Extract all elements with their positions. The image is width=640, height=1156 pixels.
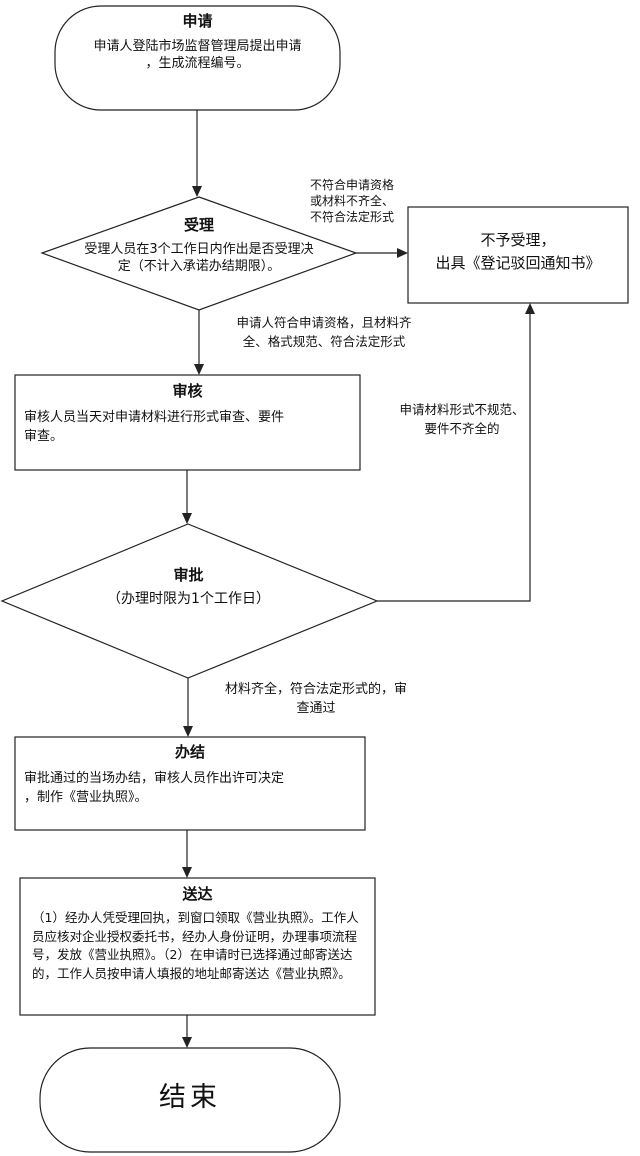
deliver-node-body: （1）经办人凭受理回执，到窗口领取《营业执照》。工作人员应核对企业授权委托书，经… [32, 910, 359, 981]
accept-node-body: 受理人员在3个工作日内作出是否受理决 定（不计入承诺办结期限）。 [84, 242, 314, 274]
reject-process-shape [407, 206, 629, 304]
arrowhead-to-reject [397, 248, 408, 258]
edge-label-approve-to-reject: 申请材料形式不规范、 要件不齐全的 [399, 402, 525, 436]
deliver-node-title: 送达 [182, 885, 213, 903]
arrowhead-to-end [182, 1037, 192, 1048]
deliver-process-shape [19, 877, 376, 1016]
accept-node-title: 受理 [183, 216, 214, 234]
review-process-shape [14, 374, 361, 471]
approve-decision-shape [0, 523, 379, 679]
end-terminator-shape [39, 1047, 341, 1153]
approve-node-title: 审批 [173, 566, 204, 584]
edge-approve-to-reject [377, 314, 531, 602]
arrowhead-to-reject-bottom [525, 303, 535, 314]
arrowhead-to-approve [182, 513, 192, 524]
arrowhead-to-accept [192, 186, 202, 197]
accept-decision-shape [40, 196, 358, 311]
apply-terminator-shape [54, 5, 341, 111]
reject-node-body: 不予受理， 出具《登记驳回通知书》 [435, 231, 601, 272]
arrowhead-to-review [194, 364, 204, 375]
complete-process-shape [14, 736, 366, 831]
approve-node-subtitle: （办理时限为1个工作日） [107, 591, 270, 607]
arrowhead-to-complete [183, 726, 193, 737]
edge-label-accept-to-reject: 不符合申请资格 或材料不齐全、 不符合法定形式 [309, 178, 394, 224]
complete-node-body: 审批通过的当场办结，审核人员作出许可决定 ，制作《营业执照》。 [24, 771, 285, 805]
end-node-title: 结束 [159, 1082, 221, 1113]
arrowhead-to-deliver [182, 867, 192, 878]
review-node-body: 审核人员当天对申请材料进行形式审查、要件 审查。 [24, 410, 285, 444]
apply-node-title: 申请 [182, 12, 213, 30]
review-node-title: 审核 [172, 382, 203, 400]
edge-label-accept-to-review: 申请人符合申请资格，且材料齐 全、格式规范、符合法定形式 [236, 315, 412, 349]
complete-node-title: 办结 [174, 743, 205, 761]
apply-node-body: 申请人登陆市场监督管理局提出申请 ，生成流程编号。 [93, 39, 302, 71]
edge-label-approve-to-complete: 材料齐全，符合法定形式的，审 查通过 [224, 682, 407, 716]
